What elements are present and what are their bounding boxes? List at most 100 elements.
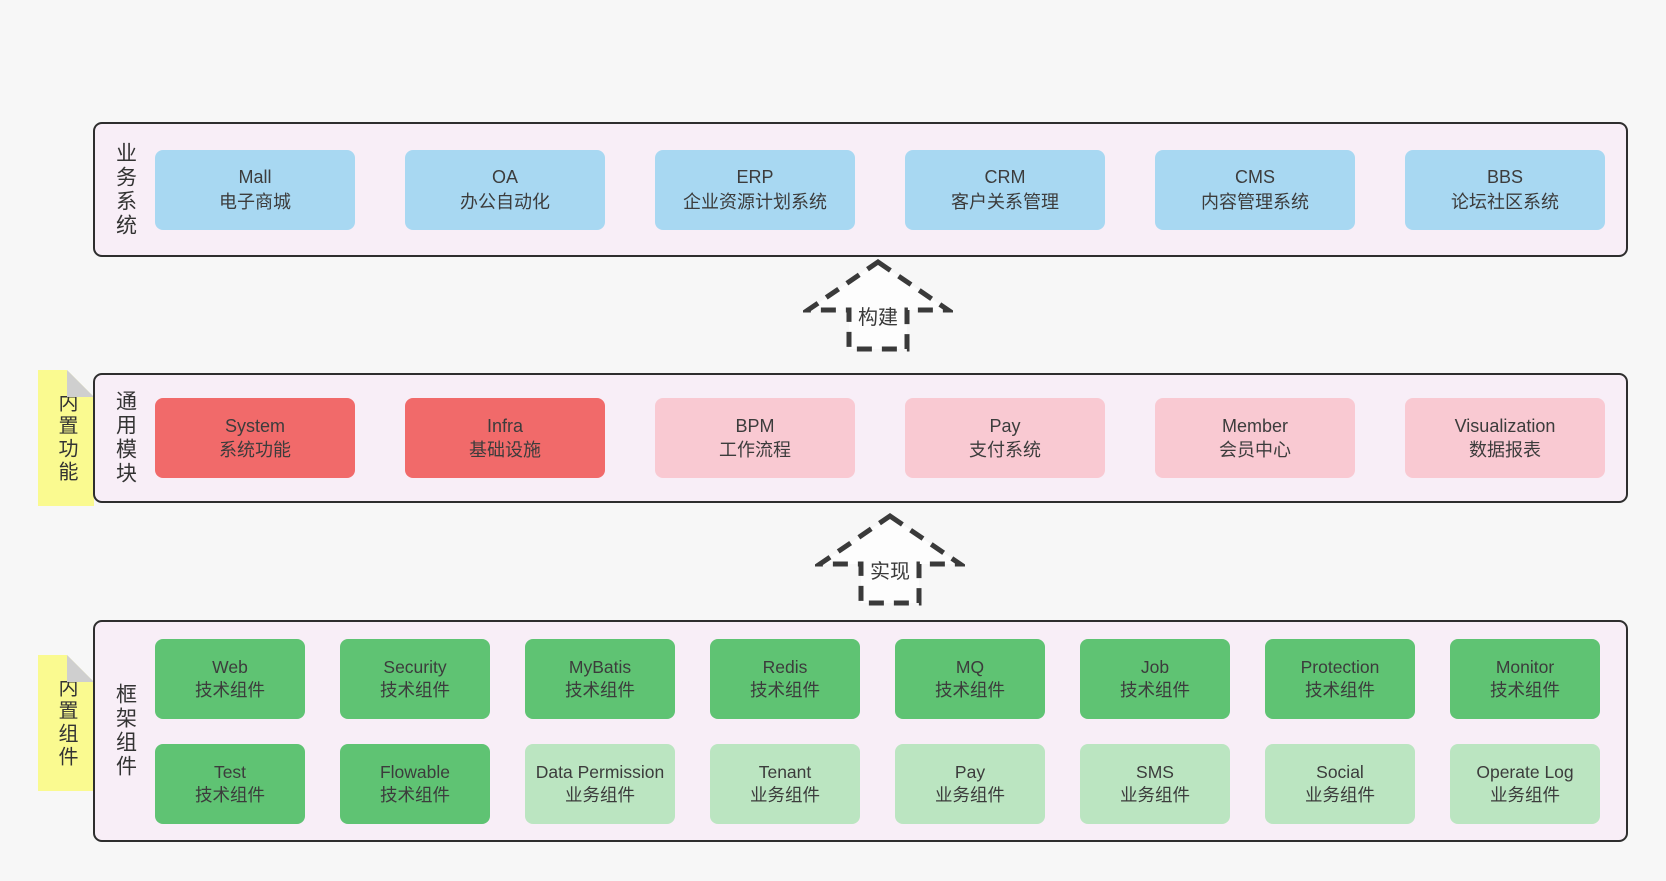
box-system: System 系统功能	[155, 398, 355, 478]
box-title: MQ	[955, 656, 985, 677]
box-subtitle: 工作流程	[719, 440, 791, 460]
box-cms: CMS 内容管理系统	[1155, 149, 1355, 230]
box-subtitle: 办公自动化	[460, 191, 550, 212]
arrow-build-label: 构建	[854, 300, 902, 331]
layer-label-text: 业务系统	[113, 141, 137, 238]
box-pay-system: Pay 支付系统	[905, 398, 1105, 478]
box-subtitle: 业务组件	[1305, 784, 1375, 805]
component-rows: Web 技术组件 Security 技术组件 MyBatis 技术组件 Redi…	[155, 638, 1626, 824]
tag-builtin-functions: 内置功能	[38, 370, 94, 506]
tag-builtin-components: 内置组件	[38, 655, 94, 791]
box-subtitle: 数据报表	[1469, 440, 1541, 460]
box-security: Security 技术组件	[340, 638, 490, 719]
box-subtitle: 技术组件	[1305, 679, 1375, 700]
box-title: System	[224, 415, 285, 436]
layer-label-modules: 通用模块	[95, 390, 155, 486]
box-redis: Redis 技术组件	[710, 638, 860, 719]
panel-business-systems: 业务系统 Mall 电子商城 OA 办公自动化 ERP 企业资源计划系统 CRM…	[93, 122, 1628, 257]
box-title: OA	[491, 167, 518, 188]
box-tenant: Tenant 业务组件	[710, 743, 860, 824]
arrow-implement-label: 实现	[866, 554, 914, 585]
box-subtitle: 会员中心	[1219, 440, 1291, 460]
box-title: BPM	[735, 415, 775, 436]
box-subtitle: 企业资源计划系统	[683, 191, 827, 212]
business-boxes: Mall 电子商城 OA 办公自动化 ERP 企业资源计划系统 CRM 客户关系…	[155, 149, 1626, 230]
box-mybatis: MyBatis 技术组件	[525, 638, 675, 719]
box-social: Social 业务组件	[1265, 743, 1415, 824]
box-title: Protection	[1300, 656, 1380, 677]
component-row-1: Web 技术组件 Security 技术组件 MyBatis 技术组件 Redi…	[155, 638, 1610, 719]
box-subtitle: 基础设施	[469, 440, 541, 460]
box-subtitle: 系统功能	[219, 440, 291, 460]
box-title: CRM	[984, 167, 1026, 188]
layer-label-text: 通用模块	[113, 390, 137, 486]
box-title: Data Permission	[535, 761, 665, 782]
arrow-build: 构建	[803, 258, 953, 353]
box-title: Redis	[762, 656, 808, 677]
box-title: CMS	[1235, 167, 1275, 188]
layer-label-components: 框架组件	[95, 683, 155, 779]
box-title: BBS	[1486, 167, 1524, 188]
box-subtitle: 业务组件	[1120, 784, 1190, 805]
box-title: Social	[1316, 761, 1364, 782]
layer-label-text: 框架组件	[113, 683, 137, 779]
box-title: Visualization	[1454, 415, 1556, 436]
box-title: Operate Log	[1476, 761, 1574, 782]
panel-framework-components: 框架组件 Web 技术组件 Security 技术组件 MyBatis 技术组件…	[93, 620, 1628, 842]
box-member: Member 会员中心	[1155, 398, 1355, 478]
box-protection: Protection 技术组件	[1265, 638, 1415, 719]
box-subtitle: 技术组件	[380, 784, 450, 805]
box-title: Security	[383, 656, 447, 677]
box-title: Infra	[486, 415, 524, 436]
box-title: MyBatis	[568, 656, 632, 677]
box-subtitle: 技术组件	[195, 784, 265, 805]
box-job: Job 技术组件	[1080, 638, 1230, 719]
box-title: Tenant	[758, 761, 812, 782]
box-subtitle: 业务组件	[750, 784, 820, 805]
box-title: Job	[1140, 656, 1170, 677]
box-crm: CRM 客户关系管理	[905, 149, 1105, 230]
box-bpm: BPM 工作流程	[655, 398, 855, 478]
box-subtitle: 技术组件	[380, 679, 450, 700]
box-subtitle: 技术组件	[195, 679, 265, 700]
box-title: Test	[213, 761, 247, 782]
box-mq: MQ 技术组件	[895, 638, 1045, 719]
box-subtitle: 电子商城	[219, 191, 291, 212]
box-subtitle: 技术组件	[1490, 679, 1560, 700]
box-flowable: Flowable 技术组件	[340, 743, 490, 824]
component-row-2: Test 技术组件 Flowable 技术组件 Data Permission …	[155, 743, 1610, 824]
box-subtitle: 论坛社区系统	[1451, 191, 1559, 212]
box-subtitle: 技术组件	[935, 679, 1005, 700]
box-subtitle: 技术组件	[565, 679, 635, 700]
box-title: Pay	[954, 761, 986, 782]
box-subtitle: 业务组件	[1490, 784, 1560, 805]
box-oa: OA 办公自动化	[405, 149, 605, 230]
tag-text: 内置组件	[55, 677, 77, 769]
arrow-implement: 实现	[815, 512, 965, 607]
box-subtitle: 技术组件	[1120, 679, 1190, 700]
box-pay-component: Pay 业务组件	[895, 743, 1045, 824]
box-subtitle: 业务组件	[935, 784, 1005, 805]
box-title: Flowable	[379, 761, 451, 782]
box-title: Pay	[989, 415, 1021, 436]
box-data-permission: Data Permission 业务组件	[525, 743, 675, 824]
folded-corner-icon	[67, 655, 94, 682]
box-title: Member	[1221, 415, 1288, 436]
box-mall: Mall 电子商城	[155, 149, 355, 230]
box-subtitle: 支付系统	[969, 440, 1041, 460]
box-monitor: Monitor 技术组件	[1450, 638, 1600, 719]
box-subtitle: 内容管理系统	[1201, 191, 1309, 212]
box-title: Web	[212, 656, 248, 677]
box-erp: ERP 企业资源计划系统	[655, 149, 855, 230]
box-bbs: BBS 论坛社区系统	[1405, 149, 1605, 230]
layer-label-business: 业务系统	[95, 142, 155, 238]
module-boxes: System 系统功能 Infra 基础设施 BPM 工作流程 Pay 支付系统…	[155, 398, 1626, 478]
box-title: Mall	[238, 167, 272, 188]
box-title: SMS	[1136, 761, 1174, 782]
box-sms: SMS 业务组件	[1080, 743, 1230, 824]
tag-text: 内置功能	[55, 392, 77, 484]
box-visualization: Visualization 数据报表	[1405, 398, 1605, 478]
box-title: ERP	[736, 167, 774, 188]
panel-common-modules: 通用模块 System 系统功能 Infra 基础设施 BPM 工作流程 Pay…	[93, 373, 1628, 503]
folded-corner-icon	[67, 370, 94, 397]
